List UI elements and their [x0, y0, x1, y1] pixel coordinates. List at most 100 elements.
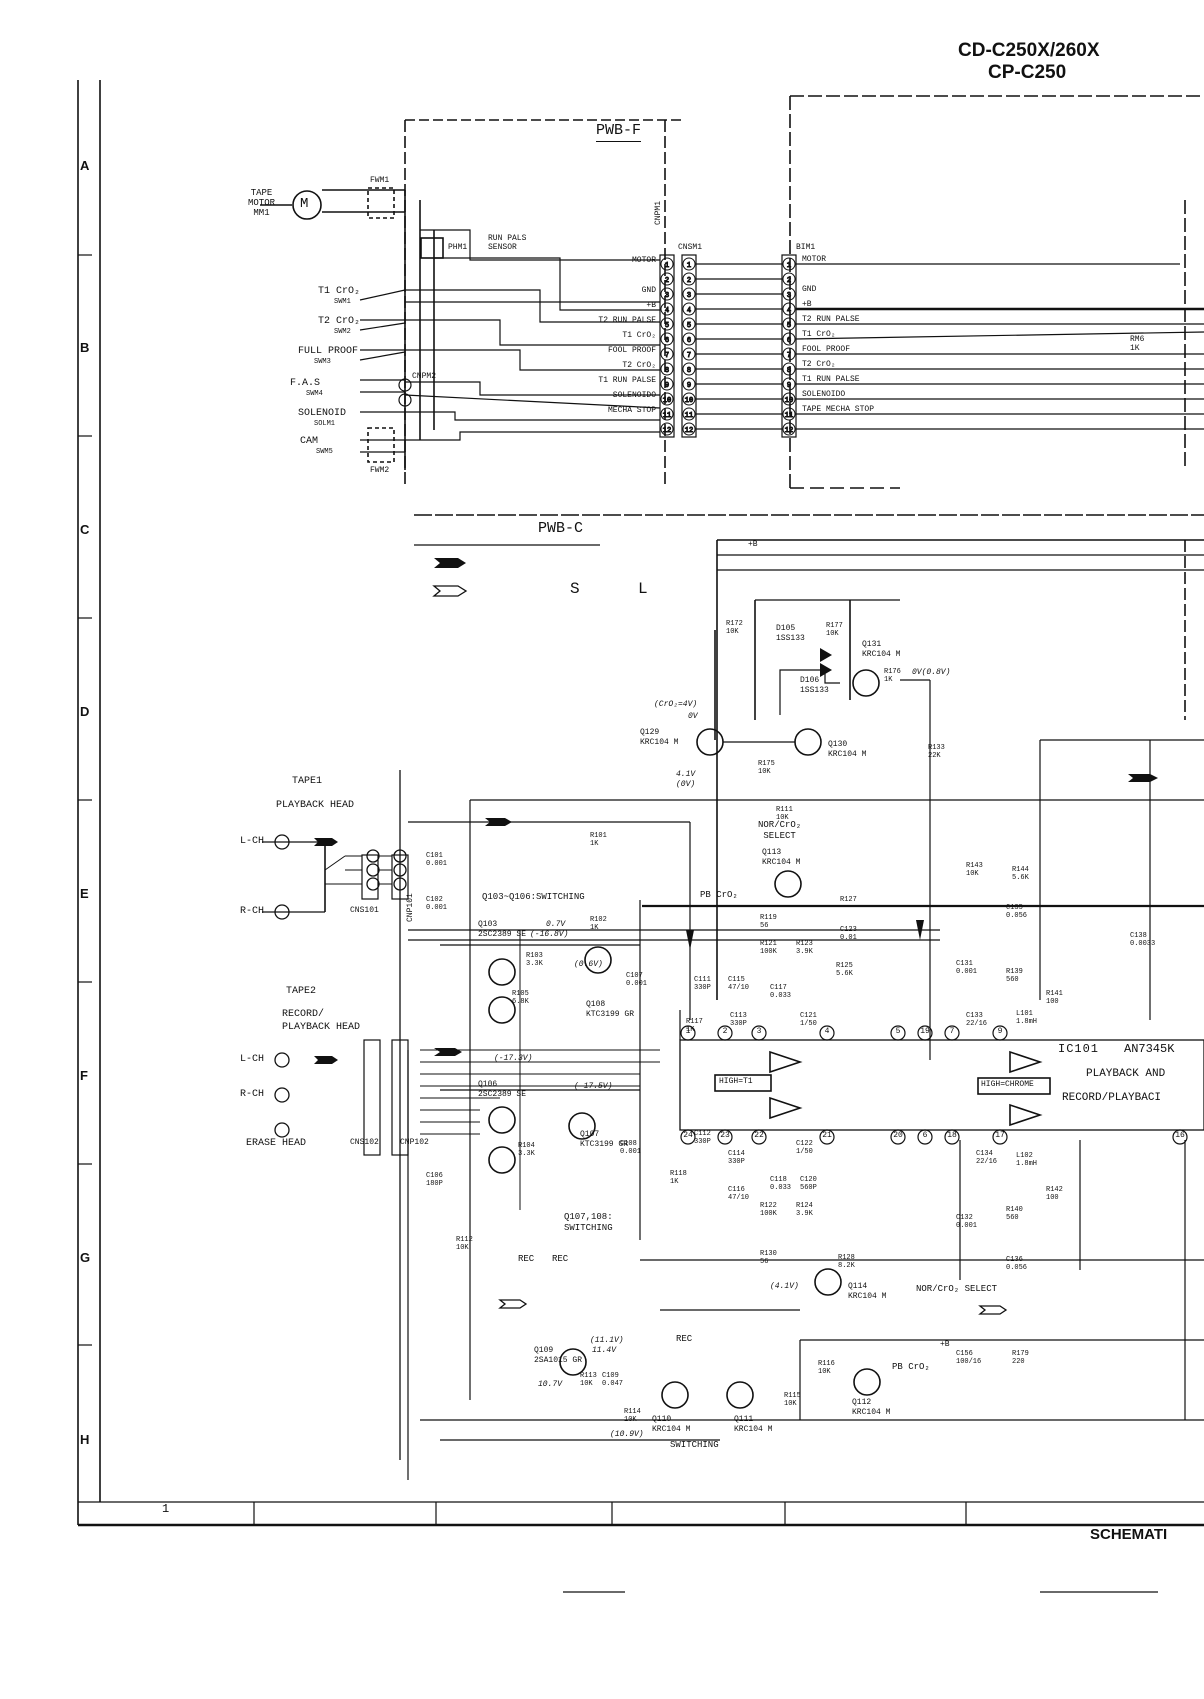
- comp-ref-c108: C108: [620, 1140, 637, 1148]
- connector-pin-number-1-11: 11: [685, 412, 693, 420]
- comp-ref-r111: R111: [776, 806, 793, 814]
- connector-pin-2-4: [782, 302, 796, 316]
- voltage-v_173: (-17.3V): [494, 1054, 533, 1063]
- connector-pin-0-3: [660, 287, 674, 301]
- comp-ref-c120: C120: [800, 1176, 817, 1184]
- transistor-ref-q111: Q111: [734, 1415, 754, 1424]
- transistor-ref-q106: Q106: [478, 1080, 498, 1089]
- transistor-ref-q108: Q108: [586, 1000, 606, 1009]
- connector-pin-2-2: [782, 272, 796, 286]
- ic-pin-bottom-21: 21: [822, 1131, 832, 1140]
- connector-pin-1-4: [682, 302, 696, 316]
- board-label-pwb-c: PWB-C: [538, 520, 584, 537]
- connector-pin-1-3: [682, 287, 696, 301]
- note-plus-b-1: +B: [748, 540, 758, 549]
- comp-ref-r118: R118: [670, 1170, 687, 1178]
- comp-val-r141: 100: [1046, 998, 1059, 1006]
- comp-val-r101: 1K: [590, 840, 599, 848]
- tape-motor-line3: MM1: [253, 208, 270, 218]
- transistor-ref-q130: Q130: [828, 740, 848, 749]
- comp-val-r172: 10K: [726, 628, 739, 636]
- connector-pin-1-8: [682, 362, 696, 376]
- connector-pin-number-0-12: 12: [663, 427, 671, 435]
- connector-pin-2-10: [782, 392, 796, 406]
- switch-ref-0: SWM1: [334, 298, 351, 306]
- transistor-type-q114: KRC104 M: [848, 1292, 887, 1301]
- bim1-pin-1: MOTOR: [802, 255, 827, 264]
- comp-val-c115: 47/10: [728, 984, 750, 992]
- voltage-v_113: (11.1V): [590, 1336, 624, 1345]
- comp-val-r143: 10K: [966, 870, 979, 878]
- phm1-label: PHM1: [448, 243, 468, 252]
- switch-name-5: CAM: [300, 436, 319, 447]
- note-q110-switching: SWITCHING: [670, 1440, 719, 1450]
- grid-row-f: F: [80, 1068, 88, 1083]
- comp-val-l102: 1.8mH: [1016, 1160, 1038, 1168]
- connector-pin-1-10: [682, 392, 696, 406]
- connector-pin-number-2-6: 6: [787, 337, 791, 345]
- connector-pin-1-6: [682, 332, 696, 346]
- connector-pin-number-0-3: 3: [665, 292, 669, 300]
- diode-type-d106: 1SS133: [800, 686, 829, 695]
- note-pb-cro2-1: PB CrO₂: [700, 890, 738, 900]
- connector-pin-number-0-2: 2: [665, 277, 669, 285]
- ic-pin-top-3: 3: [756, 1027, 762, 1036]
- ic101-fn1: PLAYBACK AND: [1086, 1068, 1166, 1080]
- comp-ref-c134: C134: [976, 1150, 993, 1158]
- switch-ref-1: SWM2: [334, 328, 351, 336]
- connector-pin-number-0-5: 5: [665, 322, 669, 330]
- cnsm1-label: CNSM1: [678, 243, 703, 252]
- comp-ref-r141: R141: [1046, 990, 1063, 998]
- voltage-v_41b: (4.1V): [770, 1282, 799, 1291]
- connector-pin-1-1: [682, 257, 696, 271]
- comp-ref-r179: R179: [1012, 1350, 1029, 1358]
- voltage-v_07: 0.7V: [546, 920, 566, 929]
- bim1-pin-8: T2 CrO₂: [802, 360, 836, 369]
- connector-pin-0-6: [660, 332, 674, 346]
- connector-pin-0-9: [660, 377, 674, 391]
- connector-pin-number-2-4: 4: [787, 307, 791, 315]
- cnpm1-pin-7: FOOL PROOF: [607, 346, 656, 355]
- connector-pin-number-0-9: 9: [665, 382, 669, 390]
- transistor-type-q131: KRC104 M: [862, 650, 901, 659]
- comp-ref-r116: R116: [818, 1360, 835, 1368]
- connector-pin-number-2-2: 2: [787, 277, 791, 285]
- comp-ref-r133: R133: [928, 744, 945, 752]
- connector-pin-2-6: [782, 332, 796, 346]
- grid-row-a: A: [80, 158, 90, 173]
- grid-row-g: G: [80, 1250, 91, 1265]
- transistor-type-q108: KTC3199 GR: [586, 1010, 635, 1019]
- connector-pin-1-5: [682, 317, 696, 331]
- ic101-ref: IC101: [1058, 1042, 1100, 1056]
- ic101-part: AN7345K: [1124, 1042, 1175, 1056]
- cnpm1-pin-1: MOTOR: [631, 256, 656, 265]
- note-q103-switching: Q103~Q106:SWITCHING: [482, 892, 585, 902]
- connector-pin-2-5: [782, 317, 796, 331]
- cnpm1-pin-8: T2 CrO₂: [622, 361, 656, 370]
- ic-pin-top-5: 5: [895, 1027, 901, 1036]
- transistor-ref-q131: Q131: [862, 640, 882, 649]
- comp-ref-c114: C114: [728, 1150, 745, 1158]
- connector-pin-number-1-5: 5: [687, 322, 691, 330]
- bim1-pin-7: FOOL PROOF: [802, 345, 851, 354]
- comp-ref-r176: R176: [884, 668, 901, 676]
- cnpm1-pin-11: MECHA STOP: [607, 406, 656, 415]
- fwm1-label: FWM1: [370, 176, 390, 185]
- ic-pin-top-7: 7: [949, 1027, 955, 1036]
- comp-ref-c138: C138: [1130, 932, 1147, 940]
- comp-ref-r103: R103: [526, 952, 543, 960]
- rec-play-head-label: RECORD/ PLAYBACK HEAD: [282, 1008, 360, 1034]
- switch-ref-3: SWM4: [306, 390, 323, 398]
- ic-pin-bottom-24: 24: [683, 1131, 693, 1140]
- comp-val-r142: 100: [1046, 1194, 1059, 1202]
- connector-pin-number-1-4: 4: [687, 307, 691, 315]
- comp-ref-r112: R112: [456, 1236, 473, 1244]
- comp-ref-r104: R104: [518, 1142, 535, 1150]
- ic-pin-bottom-6: 6: [922, 1131, 928, 1140]
- comp-val-c112: 330P: [694, 1138, 711, 1146]
- comp-ref-r122: R122: [760, 1202, 777, 1210]
- rec-play-line1: RECORD/: [282, 1009, 325, 1020]
- run-pals-line1: RUN PALS: [488, 234, 527, 243]
- comp-ref-r119: R119: [760, 914, 777, 922]
- comp-ref-c122: C122: [796, 1140, 813, 1148]
